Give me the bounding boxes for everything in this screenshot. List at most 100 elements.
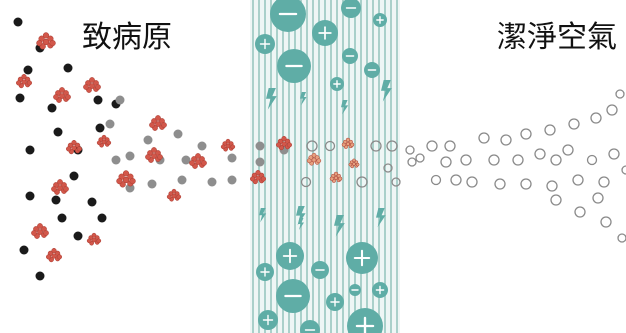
pathogen-cluster-icon <box>36 32 56 50</box>
clean-air-particle-icon <box>440 156 452 168</box>
particle-dot-icon <box>25 145 35 155</box>
clean-air-particle-icon <box>500 134 512 146</box>
clean-air-particle-icon <box>592 192 604 204</box>
pathogen-cluster-icon <box>46 248 62 263</box>
clean-air-particle-icon <box>405 145 415 155</box>
clean-air-particle-icon <box>430 174 442 186</box>
pathogen-cluster-icon <box>145 147 163 163</box>
clean-air-particle-icon <box>546 180 558 192</box>
clean-air-particle-icon <box>621 165 626 175</box>
minus-ion-icon <box>276 279 310 313</box>
clean-air-particle-icon <box>391 177 401 187</box>
particle-dot-icon <box>105 119 115 129</box>
pathogen-cluster-icon <box>83 77 101 93</box>
clean-air-particle-icon <box>606 104 618 116</box>
clean-air-particle-icon <box>550 194 562 206</box>
clean-air-particle-icon <box>572 174 584 186</box>
clean-air-particle-icon <box>598 176 610 188</box>
particle-dot-icon <box>23 65 33 75</box>
clean-air-particle-icon <box>520 128 532 140</box>
plus-ion-icon <box>276 242 304 270</box>
pathogen-cluster-icon <box>31 223 49 239</box>
particle-dot-icon <box>181 155 191 165</box>
lightning-bolt-icon <box>298 218 304 230</box>
pathogen-cluster-icon <box>306 152 322 166</box>
clean-air-particle-icon <box>306 140 318 152</box>
pathogen-cluster-icon <box>189 153 207 169</box>
lightning-bolt-icon <box>300 92 307 106</box>
plus-ion-icon <box>372 282 388 298</box>
pathogen-cluster-icon <box>329 171 343 183</box>
lightning-bolt-icon <box>381 80 392 102</box>
pathogen-cluster-icon <box>250 170 266 185</box>
particle-dot-icon <box>95 123 105 133</box>
minus-ion-icon <box>364 62 380 78</box>
pathogen-cluster-icon <box>341 137 355 149</box>
pathogen-cluster-icon <box>348 158 360 169</box>
lightning-bolt-icon <box>341 100 349 115</box>
particle-dot-icon <box>197 141 207 151</box>
plus-ion-icon <box>255 34 275 54</box>
pathogen-cluster-icon <box>86 232 102 246</box>
pathogen-label: 致病原 <box>82 20 172 55</box>
filter-band <box>250 0 400 333</box>
particle-dot-icon <box>97 213 107 223</box>
clean-air-particle-icon <box>478 132 490 144</box>
particle-dot-icon <box>115 95 125 105</box>
particle-dot-icon <box>147 179 157 189</box>
ionizer-filter-panel <box>250 0 400 333</box>
lightning-bolt-icon <box>296 206 306 226</box>
particle-dot-icon <box>57 213 67 223</box>
clean-air-particle-icon <box>426 140 438 152</box>
ion-field <box>255 0 392 333</box>
particle-dot-icon <box>125 151 135 161</box>
minus-ion-icon <box>311 261 329 279</box>
particle-dot-icon <box>255 157 265 167</box>
plus-ion-icon <box>330 77 344 91</box>
particle-dot-icon <box>173 129 183 139</box>
pathogen-cluster-icon <box>166 188 182 202</box>
particle-dot-icon <box>25 191 35 201</box>
clean-air-label: 潔淨空氣 <box>497 20 617 55</box>
clean-air-particle-icon <box>534 148 546 160</box>
particle-dot-icon <box>63 63 73 73</box>
particle-dot-icon <box>13 17 23 27</box>
pathogen-cluster-icon <box>66 140 82 155</box>
particle-dot-icon <box>177 175 187 185</box>
particle-dot-icon <box>19 245 29 255</box>
minus-ion-icon <box>300 320 320 333</box>
particle-dot-icon <box>53 127 63 137</box>
clean-air-particle-icon <box>356 176 368 188</box>
clean-air-particle-icon <box>512 154 524 166</box>
lightning-bolt-icon <box>334 215 345 237</box>
particle-field <box>13 17 626 281</box>
clean-air-particle-icon <box>386 140 398 152</box>
clean-air-particle-icon <box>466 176 478 188</box>
clean-air-particle-icon <box>586 154 598 166</box>
particle-dot-icon <box>51 195 61 205</box>
minus-ion-icon <box>349 284 361 296</box>
clean-air-particle-icon <box>615 89 625 99</box>
plus-ion-icon <box>312 20 338 46</box>
minus-ion-icon <box>270 0 306 32</box>
clean-air-particle-icon <box>568 118 580 130</box>
clean-air-particle-icon <box>590 112 602 124</box>
clean-air-particle-icon <box>407 157 417 167</box>
particle-dot-icon <box>93 95 103 105</box>
clean-air-particle-icon <box>300 176 312 188</box>
clean-air-particle-icon <box>415 153 425 163</box>
lightning-bolt-icon <box>376 208 386 228</box>
lightning-bolt-icon <box>259 208 267 223</box>
pathogen-cluster-icon <box>96 134 112 148</box>
clean-air-particle-icon <box>488 154 500 166</box>
pathogen-cluster-icon <box>51 179 69 195</box>
particle-dot-icon <box>87 197 97 207</box>
clean-air-particle-icon <box>370 140 382 152</box>
clean-air-particle-icon <box>494 178 506 190</box>
pathogen-cluster-icon <box>16 74 32 89</box>
particle-dot-icon <box>73 231 83 241</box>
pathogen-cluster-icon <box>149 115 167 131</box>
clean-air-particle-icon <box>520 178 532 190</box>
plus-ion-icon <box>347 308 383 333</box>
clean-air-particle-icon <box>600 216 612 228</box>
